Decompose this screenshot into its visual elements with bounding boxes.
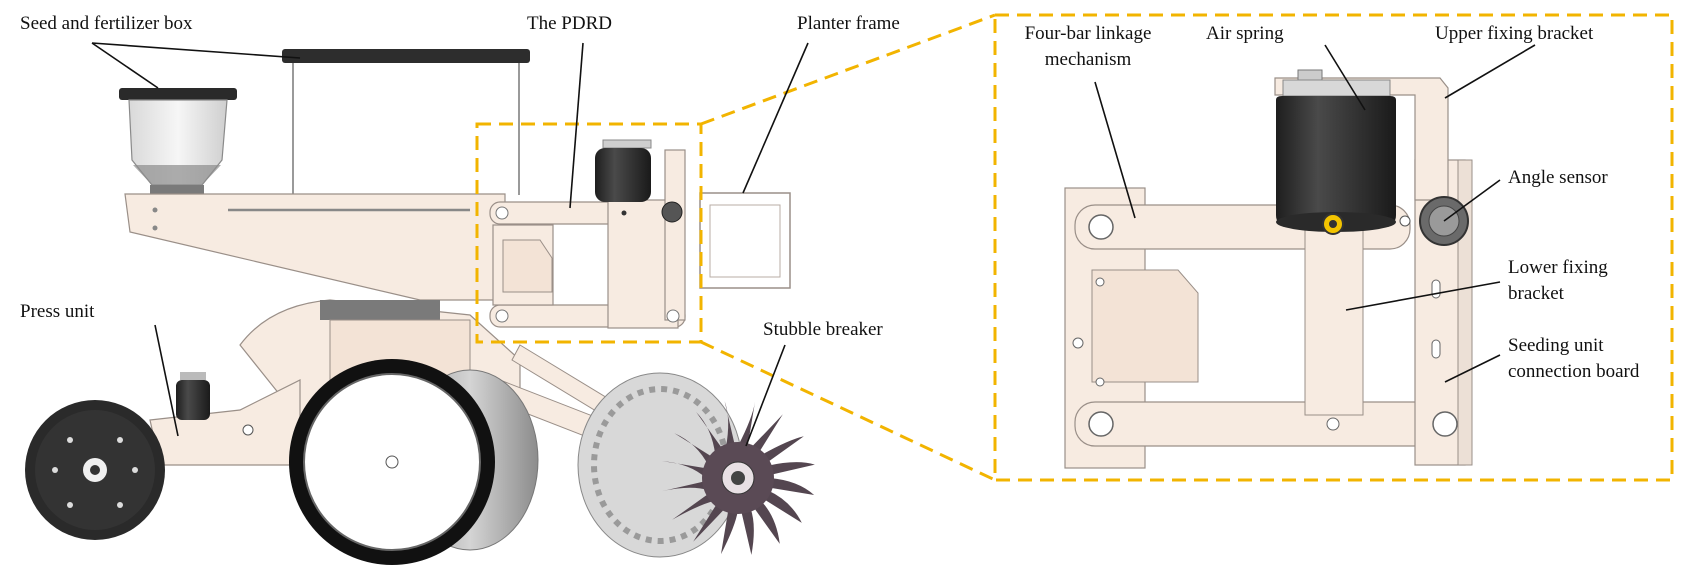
stubble-breaker-tooth: [724, 401, 736, 449]
pdrd-label: The PDRD: [527, 13, 612, 34]
angle-sensor-icon: [1399, 196, 1469, 246]
seed-hopper-icon: [119, 88, 237, 195]
leader-lines: [91, 42, 1536, 447]
air-spring-icon: [595, 139, 683, 223]
stubble-breaker-tooth: [767, 462, 815, 476]
lower-bracket-label-line1: Lower fixing: [1508, 257, 1608, 278]
stubble-breaker-tooth: [750, 414, 783, 454]
stubble-breaker-tooth: [661, 460, 708, 478]
zoom-connector-bottom: [700, 340, 996, 482]
stubble-breaker-tooth: [738, 401, 756, 448]
stubble-breaker-tooth: [720, 508, 738, 555]
stubble-breaker-tooth: [696, 412, 724, 456]
stubble-breaker-tooth: [762, 490, 802, 523]
main-frame: [124, 193, 506, 301]
detail-view: [1064, 77, 1473, 469]
stubble-breaker-tooth: [740, 507, 754, 555]
detail-highlight-box: [993, 13, 1674, 482]
seed-box-label: Seed and fertilizer box: [20, 13, 193, 34]
stubble-breaker-wheel-icon: [577, 372, 815, 558]
stubble-breaker-tooth: [672, 492, 716, 520]
four-bar-label-line2: mechanism: [1044, 49, 1132, 70]
air-spring-label: Air spring: [1206, 23, 1284, 44]
stubble-breaker-tooth: [760, 436, 804, 464]
lower-bracket-label-line2: bracket: [1508, 283, 1564, 304]
press-unit-label: Press unit: [20, 301, 95, 322]
gauge-wheel-icon: [289, 359, 495, 565]
upper-bracket-label: Upper fixing bracket: [1435, 23, 1594, 44]
seeding-board-label-line2: connection board: [1508, 361, 1640, 382]
stubble-breaker-tooth: [768, 478, 815, 496]
zoom-connector-top: [700, 13, 996, 126]
seeding-board-label-line1: Seeding unit: [1508, 335, 1604, 356]
stubble-breaker-tooth: [693, 502, 726, 542]
four-bar-label-line1: Four-bar linkage: [1024, 23, 1152, 44]
stubble-breaker-tooth: [661, 480, 709, 492]
planter-frame-label: Planter frame: [797, 13, 900, 34]
pdrd-linkage: [489, 149, 686, 329]
stubble-breaker-label: Stubble breaker: [763, 319, 883, 340]
pdrd-highlight-box: [475, 122, 703, 344]
planter-frame-tube: [699, 192, 791, 289]
air-spring-detail-icon: [1276, 69, 1396, 235]
stubble-breaker-tooth: [752, 500, 780, 544]
press-unit-arm: [149, 372, 301, 466]
angle-sensor-label: Angle sensor: [1508, 167, 1608, 188]
press-wheel-icon: [25, 400, 165, 540]
seed-box-lid: [282, 49, 530, 195]
